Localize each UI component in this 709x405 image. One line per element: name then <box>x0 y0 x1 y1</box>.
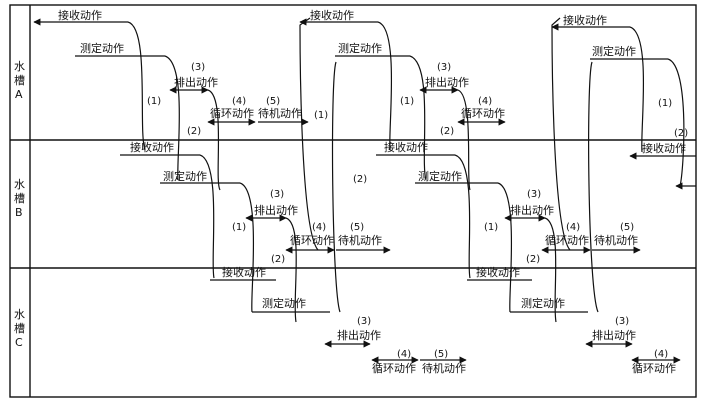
c1-b-measure-curve <box>239 182 255 313</box>
c1-a-receive-label: 接收动作 <box>58 8 102 22</box>
c1-b-receive-label: 接收动作 <box>130 140 174 154</box>
c2-c-measure-label: 测定动作 <box>521 296 565 310</box>
c1-long-step1: (1) <box>314 110 328 121</box>
c2-a-discharge-curve <box>457 89 471 191</box>
c1-b-receive-curve <box>199 154 215 279</box>
c2-a-measure-label: 测定动作 <box>338 41 382 55</box>
tank-c-label-1: 水 <box>14 308 25 321</box>
c2-b-step4: (4) <box>566 222 580 233</box>
c2-a-measure-curve <box>409 55 427 181</box>
c1-b-discharge-label: 排出动作 <box>254 203 298 217</box>
c1-to-c2-a-measure-curve <box>331 61 341 313</box>
c1-c-step4: (4) <box>397 349 411 360</box>
c2-a-circulate-label: 循环动作 <box>461 107 505 120</box>
c2-a-receive-label: 接收动作 <box>310 8 354 22</box>
c1-a-measure-label: 测定动作 <box>80 41 124 55</box>
c2-a-step2: (2) <box>440 126 454 137</box>
c1-a-step3: (3) <box>191 62 205 73</box>
c3-a-measure-label: 测定动作 <box>592 44 636 58</box>
c1-a-discharge-curve <box>207 89 221 191</box>
c1-b-circulate-label: 循环动作 <box>290 234 334 247</box>
tank-b-label-1: 水 <box>14 178 25 191</box>
c3-a-step1: (1) <box>658 98 672 109</box>
c1-b-step1: (1) <box>232 222 246 233</box>
c2-b-discharge-label: 排出动作 <box>510 203 554 217</box>
c2-b-step5: (5) <box>620 222 634 233</box>
c2-b-receive-curve <box>454 154 471 279</box>
c1-b-step5: (5) <box>350 222 364 233</box>
c2-to-c3-a-measure-curve <box>588 61 599 313</box>
c1-c-measure-label: 测定动作 <box>262 296 306 310</box>
c1-c-receive-label: 接收动作 <box>222 265 266 279</box>
c1-c-discharge-label: 排出动作 <box>337 328 381 342</box>
c1-b-measure-label: 测定动作 <box>163 169 207 183</box>
c2-a-receive-curve <box>377 21 393 151</box>
c2-b-measure-curve <box>497 182 513 313</box>
c1-a-step4: (4) <box>232 96 246 107</box>
c2-a-discharge-label: 排出动作 <box>425 75 469 89</box>
c1-c-standby-label: 待机动作 <box>422 361 466 375</box>
c1-b-step2: (2) <box>271 254 285 265</box>
c2-b-step3: (3) <box>527 189 541 200</box>
c2-b-standby-label: 待机动作 <box>594 233 638 247</box>
diagram-frame <box>9 4 697 398</box>
tank-a-label-2: 槽 <box>14 74 25 87</box>
c1-a-discharge-label: 排出动作 <box>174 75 218 89</box>
tank-b-label-3: B <box>15 206 23 219</box>
c2-c-step3: (3) <box>615 316 629 327</box>
c2-c-receive-label: 接收动作 <box>476 265 520 279</box>
c3-a-measure-curve <box>667 58 685 187</box>
c1-a-circulate-label: 循环动作 <box>210 107 254 120</box>
tank-c-label-2: 槽 <box>14 322 25 335</box>
c1-c-step5: (5) <box>434 349 448 360</box>
c1-c-step3: (3) <box>357 316 371 327</box>
c3-a-step2: (2) <box>674 128 688 139</box>
c1-a-step2: (2) <box>187 126 201 137</box>
c2-b-circulate-label: 循环动作 <box>545 234 589 247</box>
c2-to-c3-a-receive-curve <box>551 17 571 251</box>
c2-b-measure-label: 测定动作 <box>418 169 462 183</box>
c2-a-step1: (1) <box>400 96 414 107</box>
c2-a-step4: (4) <box>478 96 492 107</box>
c1-b-discharge-curve <box>285 217 297 323</box>
c1-b-step3: (3) <box>270 189 284 200</box>
c1-long-step2: (2) <box>353 174 367 185</box>
c1-a-step1: (1) <box>147 96 161 107</box>
c2-b-step1: (1) <box>484 222 498 233</box>
c2-a-step3: (3) <box>437 62 451 73</box>
c2-b-discharge-curve <box>544 217 557 323</box>
c1-c-circulate-label: 循环动作 <box>372 362 416 375</box>
c3-b-receive-label: 接收动作 <box>642 141 686 155</box>
c1-a-standby-label: 待机动作 <box>258 106 302 120</box>
c3-a-receive-curve <box>629 26 645 153</box>
c2-c-circulate-label: 循环动作 <box>632 362 676 375</box>
c2-c-step4: (4) <box>654 349 668 360</box>
tank-c-label-3: C <box>15 336 23 349</box>
c1-b-standby-label: 待机动作 <box>338 233 382 247</box>
c2-b-receive-label: 接收动作 <box>384 140 428 154</box>
c1-a-step5: (5) <box>266 96 280 107</box>
tank-a-label-3: A <box>15 88 23 101</box>
tank-a-label-1: 水 <box>14 60 25 73</box>
c1-a-measure-curve <box>164 55 180 181</box>
c1-to-c2-a-receive-curve <box>299 17 319 251</box>
c2-c-discharge-label: 排出动作 <box>592 328 636 342</box>
c2-b-step2: (2) <box>526 254 540 265</box>
c1-b-step4: (4) <box>312 222 326 233</box>
tank-b-label-2: 槽 <box>14 192 25 205</box>
c1-a-receive-curve <box>127 21 146 151</box>
c3-a-receive-label: 接收动作 <box>563 13 607 27</box>
